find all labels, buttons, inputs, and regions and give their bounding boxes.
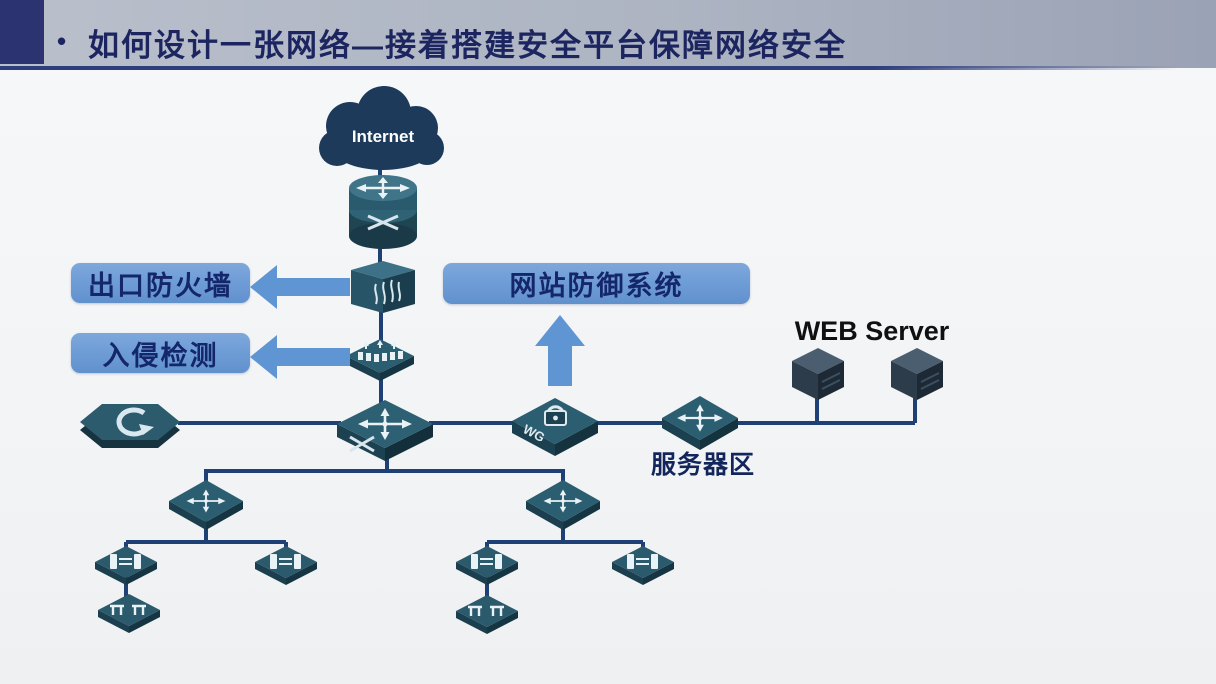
callout-intrusion-detection: 入侵检测 xyxy=(71,333,250,373)
header-underline xyxy=(0,66,1216,70)
switch-x-glyph xyxy=(367,214,399,231)
arrow-to-web-defense xyxy=(535,315,585,386)
ids-ports-glyph xyxy=(358,340,403,362)
ids-sensor-icon xyxy=(346,339,414,381)
access-hub-icon xyxy=(98,594,160,633)
web-server-icon xyxy=(792,348,844,400)
core-x-glyph xyxy=(349,435,375,453)
access-switch-icon xyxy=(612,546,674,585)
core-switch-icon xyxy=(337,400,433,461)
router-icon xyxy=(349,175,417,249)
distribution-switch-icon xyxy=(169,480,243,530)
access-hub-icon xyxy=(456,595,518,634)
firewall-icon xyxy=(351,261,415,313)
arrow-to-intrusion-detection xyxy=(250,335,350,379)
callout-web-defense-system: 网站防御系统 xyxy=(443,263,750,304)
web-server-icon xyxy=(891,348,943,400)
distribution-switch-icon xyxy=(526,480,600,530)
server-zone-label: 服务器区 xyxy=(651,451,755,479)
router-arrows-glyph xyxy=(356,177,410,199)
header-accent-block xyxy=(0,0,44,64)
title-bullet: • xyxy=(57,26,67,56)
flame-glyph xyxy=(374,279,401,305)
access-switch-icon xyxy=(95,546,157,585)
web-server-label: WEB Server xyxy=(795,316,950,346)
callout-exit-firewall: 出口防火墙 xyxy=(71,263,250,303)
internet-label: Internet xyxy=(352,127,415,146)
slide-header: • 如何设计一张网络—接着搭建安全平台保障网络安全 xyxy=(0,0,1216,68)
page-title: 如何设计一张网络—接着搭建安全平台保障网络安全 xyxy=(88,28,847,63)
circular-arrow-glyph xyxy=(116,407,154,437)
lan-bus-connectors xyxy=(178,398,917,425)
arrow-to-exit-firewall xyxy=(250,265,350,309)
audit-device-icon xyxy=(80,404,180,448)
server-zone-switch-icon xyxy=(662,396,738,450)
access-switch-icon xyxy=(456,546,518,585)
access-switch-icon xyxy=(255,546,317,585)
padlock-icon xyxy=(544,405,567,426)
wg-gateway-icon: WG xyxy=(512,398,598,456)
internet-cloud-icon: Internet xyxy=(319,86,444,170)
backbone-connectors xyxy=(378,156,383,404)
